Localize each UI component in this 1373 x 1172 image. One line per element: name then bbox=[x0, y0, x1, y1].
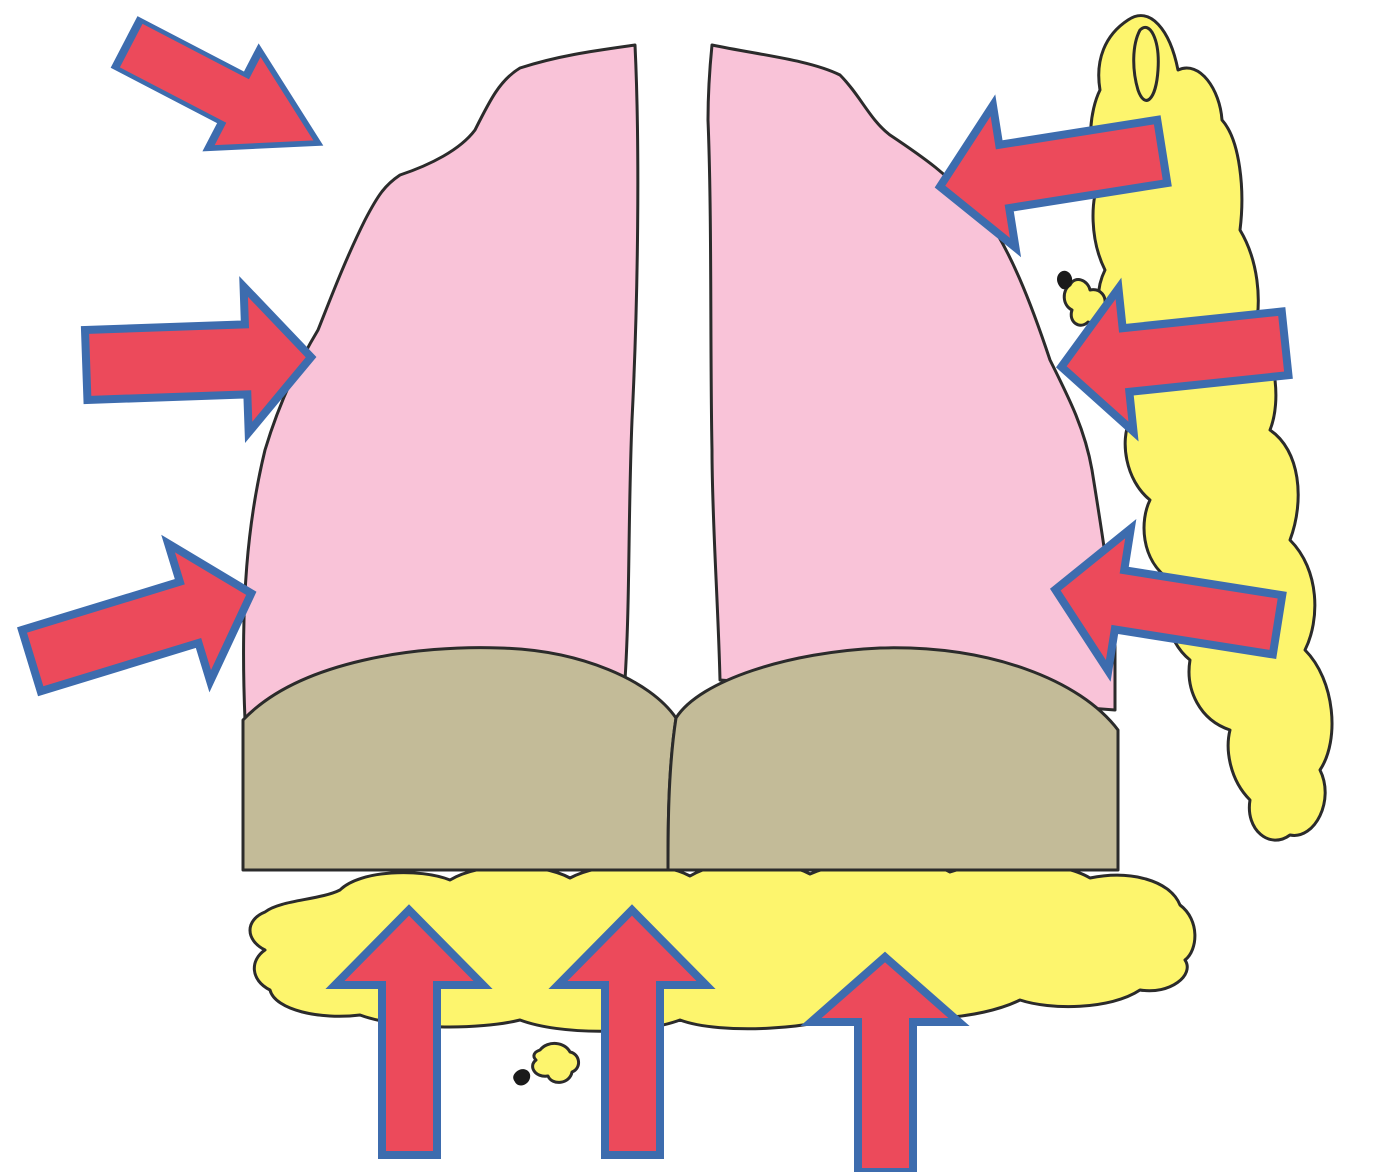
arrow-right-icon bbox=[102, 0, 344, 192]
arrow-right-icon bbox=[10, 525, 272, 730]
side-fat-lobe bbox=[1134, 27, 1159, 100]
right-base bbox=[668, 648, 1118, 870]
left-base bbox=[243, 648, 676, 870]
small-fat-tip-bottom bbox=[513, 1069, 530, 1085]
small-fat-nodule-bottom bbox=[533, 1043, 579, 1082]
